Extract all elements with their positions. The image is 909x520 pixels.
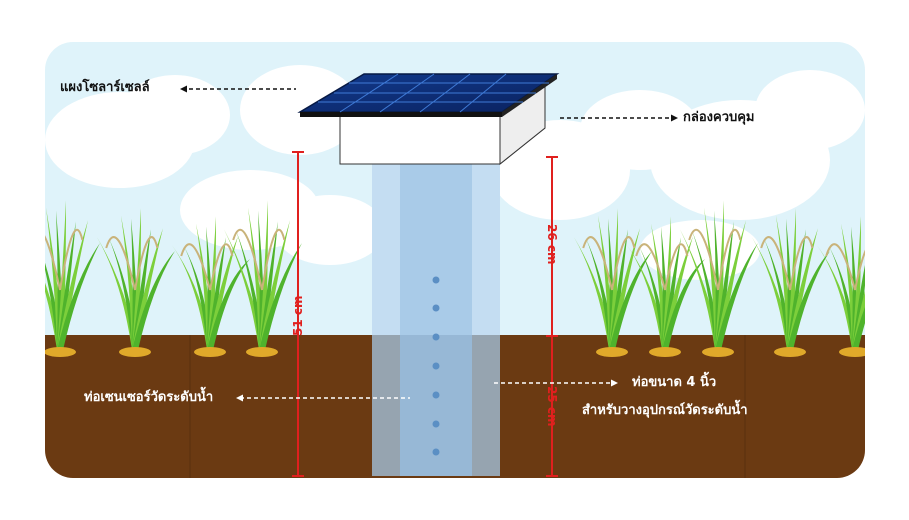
clouds — [45, 65, 865, 280]
pipe-size-label: ท่อขนาด 4 นิ้ว — [632, 375, 717, 390]
rice-plant — [172, 216, 250, 357]
arrowhead-pipe — [611, 379, 618, 387]
rice-plant — [627, 216, 705, 357]
pipe-purpose-label: สำหรับวางอุปกรณ์วัดระดับน้ำ — [582, 403, 748, 418]
callout-arrows-light — [240, 382, 612, 399]
rice-plant — [752, 208, 830, 357]
control-box — [339, 76, 546, 166]
rice-plants — [45, 200, 865, 357]
sensor-pipe-label: ท่อเซนเซอร์วัดระดับน้ำ — [84, 390, 214, 405]
arrowhead-sensor — [236, 394, 243, 402]
rice-plant — [574, 208, 652, 357]
rice-plant — [817, 216, 865, 357]
rice-plant — [97, 208, 175, 357]
control-box-label: กล่องควบคุม — [683, 110, 755, 125]
solar-panel — [297, 73, 560, 117]
arrowhead-solar — [180, 85, 187, 93]
arrowhead-box — [671, 114, 678, 122]
dimension-lines — [292, 151, 558, 477]
below-ground-label: 25 cm — [545, 386, 559, 427]
above-ground-label: 26 cm — [545, 224, 559, 265]
rice-plant — [224, 200, 302, 357]
rice-plant — [680, 200, 758, 357]
callout-arrows-dark — [182, 88, 672, 119]
rice-plant — [45, 200, 100, 357]
solar-panel-label: แผงโซลาร์เซลล์ — [60, 80, 150, 95]
total-height-label: 51 cm — [291, 295, 305, 337]
pipe-holes — [432, 276, 440, 456]
